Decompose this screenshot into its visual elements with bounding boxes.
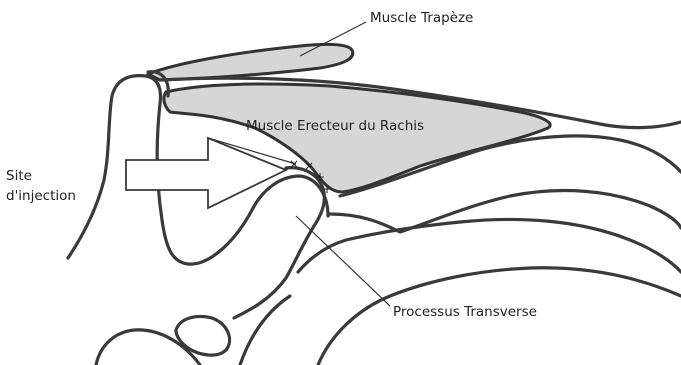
lower-body-line [240, 296, 290, 365]
erector-label: Muscle Erecteur du Rachis [246, 118, 424, 134]
deep-contour-3 [298, 219, 681, 272]
injection-label-line1: Site [6, 168, 32, 184]
injection-cross-2: × [304, 159, 314, 173]
lower-rib-1 [96, 330, 200, 365]
trapeze-label: Muscle Trapèze [370, 10, 473, 26]
injection-label-line2: d'injection [6, 188, 76, 204]
transverse-process-outline [234, 168, 324, 318]
trapezius-muscle-shape [148, 44, 353, 80]
transverse-label: Processus Transverse [393, 304, 537, 320]
injection-cross-1: × [289, 157, 299, 171]
injection-arrow [126, 138, 286, 208]
injection-cross-4: + [322, 182, 332, 196]
deep-contour-2 [330, 191, 681, 232]
